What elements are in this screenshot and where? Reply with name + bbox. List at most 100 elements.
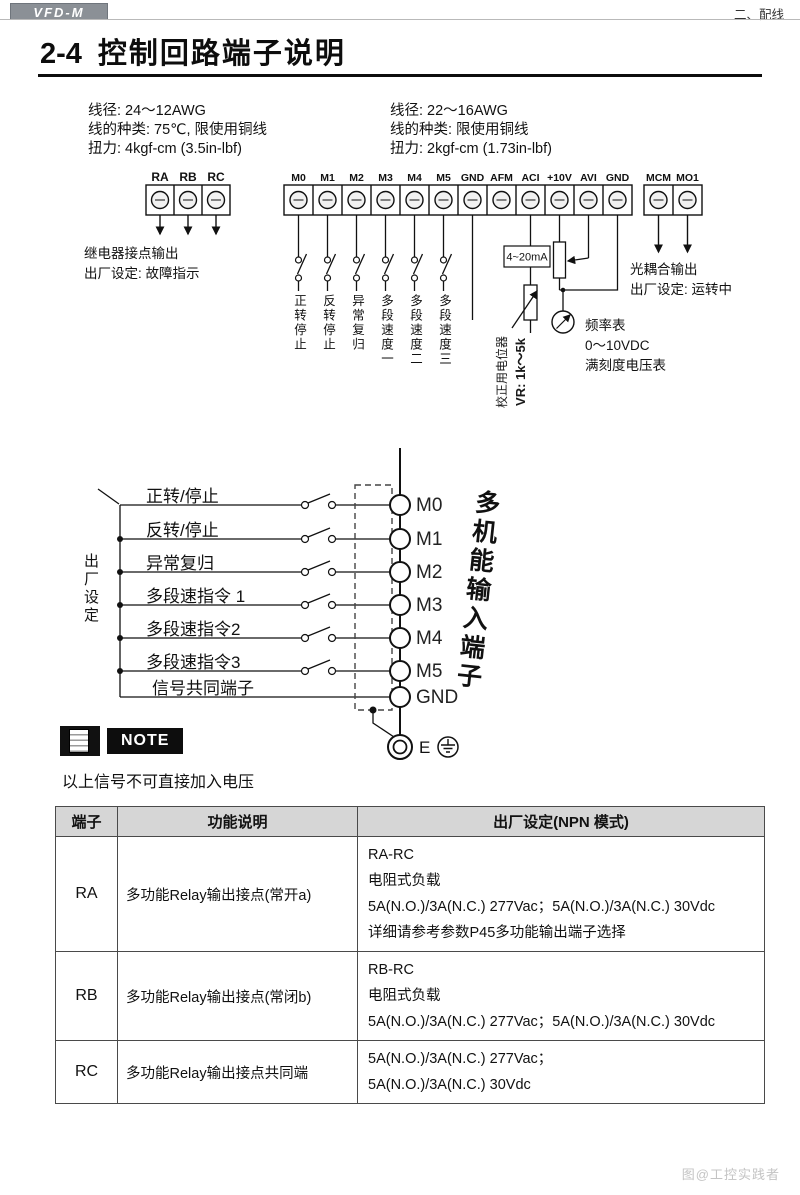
switch-label-speed3: 多段速度三: [437, 294, 451, 367]
function-cell-rb: 多功能Relay输出接点(常闭b): [117, 951, 358, 1041]
wire-size-right: 线径: 22～16AWG: [390, 103, 508, 119]
table-row-rb: RB 多功能Relay输出接点(常闭b) RB-RC 电阻式负载 5A(N.O.…: [55, 951, 765, 1041]
shield-dashed-box: [354, 484, 393, 711]
output-arrows: [155, 215, 693, 254]
input-switch-contacts: [300, 500, 337, 676]
shield-to-earth: [372, 710, 398, 740]
table-row-ra: RA 多功能Relay输出接点(常开a) RA-RC 电阻式负载 5A(N.O.…: [55, 836, 765, 952]
switch-label-rev: 反转停止: [321, 294, 335, 352]
wire-type-right: 线的种类: 限使用铜线: [390, 122, 529, 138]
earth-terminal-inner: [392, 739, 408, 755]
wire-spec-right: 线径: 22～16AWG 线的种类: 限使用铜线 扭力: 2kgf-cm (1.…: [390, 102, 552, 159]
wire-size-left: 线径: 24～12AWG: [88, 103, 206, 119]
terminal-label-avi: AVI: [580, 172, 597, 184]
relay-output-note-2: 出厂设定: 故障指示: [84, 266, 200, 281]
terminal-label-rb: RB: [179, 170, 197, 184]
setting-cell-ra: RA-RC 电阻式负载 5A(N.O.)/3A(N.C.) 277Vac；5A(…: [357, 836, 765, 952]
current-loop-label: 4~20mA: [506, 252, 548, 264]
terminal-label-m1: M1: [320, 172, 335, 184]
opto-output-note-1: 光耦合输出: [630, 262, 698, 277]
control-terminal-diagram: RA RB RC M0 M1 M2 M3 M4 M5 GND AFM ACI +…: [0, 170, 800, 442]
terminal-label-10v: +10V: [547, 172, 572, 184]
col-header-setting: 出厂设定(NPN 模式): [357, 806, 765, 837]
terminal-label-m0: M0: [291, 172, 306, 184]
wire-type-left: 线的种类: 75℃, 限使用铜线: [88, 122, 268, 138]
header-divider: [0, 19, 800, 20]
col-header-terminal: 端子: [55, 806, 118, 837]
setting-line: 5A(N.O.)/3A(N.C.) 30Vdc: [368, 1077, 531, 1093]
terminal-label-afm: AFM: [490, 172, 513, 184]
row-wires: [97, 488, 390, 698]
row-label-m2: 异常复归: [146, 554, 214, 573]
current-loop-box: [503, 245, 551, 268]
ground-symbol: [441, 739, 455, 753]
input-terminals: [389, 494, 411, 708]
ground-symbol-circle: [437, 736, 459, 758]
setting-line: 5A(N.O.)/3A(N.C.) 277Vac；5A(N.O.)/3A(N.C…: [368, 899, 716, 915]
terminal-diagram-svg: RA RB RC M0 M1 M2 M3 M4 M5 GND AFM ACI +…: [145, 170, 703, 334]
switch-contacts: [294, 256, 448, 282]
vr-rotated-label: 校正用电位器 VR: 1k～5k: [493, 307, 531, 437]
terminal-label-gnd1: GND: [461, 172, 485, 184]
wiper-arrow: [566, 255, 589, 265]
setting-line: 5A(N.O.)/3A(N.C.) 277Vac；5A(N.O.)/3A(N.C…: [368, 1014, 716, 1030]
terminal-tag-m5: M5: [416, 661, 443, 682]
terminal-function-table: 端子 功能说明 出厂设定(NPN 模式) RA 多功能Relay输出接点(常开a…: [55, 806, 765, 1104]
terminal-tag-m0: M0: [416, 495, 443, 516]
opto-output-note-2: 出厂设定: 运转中: [630, 282, 733, 297]
wire-torque-left: 扭力: 4kgf-cm (3.5in-lbf): [88, 141, 242, 157]
row-label-m5: 多段速指令3: [146, 653, 241, 672]
potentiometer-arrow: [511, 289, 538, 329]
note-text: 以上信号不可直接加入电压: [62, 774, 255, 791]
vr-value: VR: 1k～5k: [513, 338, 528, 406]
terminal-label-m5: M5: [436, 172, 451, 184]
terminal-screws: [150, 190, 697, 210]
note-block: NOTE: [60, 726, 184, 756]
setting-cell-rb: RB-RC 电阻式负载 5A(N.O.)/3A(N.C.) 277Vac；5A(…: [357, 951, 765, 1041]
input-wiring-diagram: 出厂设定 正转/停止 反转/停止 异常复归 多段速指令 1 多段速指令2 多段速…: [0, 445, 800, 797]
row-label-gnd: 信号共同端子: [152, 679, 254, 698]
terminal-cell-rb: RB: [55, 951, 118, 1041]
note-tag-label: NOTE: [107, 728, 184, 754]
col-header-function: 功能说明: [117, 806, 358, 837]
note-document-glyph: [69, 729, 89, 753]
terminal-label-m4: M4: [407, 172, 422, 184]
section-number: 2-4: [40, 38, 82, 70]
meter-note: 频率表 0～10VDC 满刻度电压表: [585, 316, 666, 376]
meter-note-line1: 频率表: [585, 318, 626, 333]
wire-torque-right: 扭力: 2kgf-cm (1.73in-lbf): [390, 141, 552, 157]
setting-line: 电阻式负载: [368, 988, 441, 1004]
row-label-m4: 多段速指令2: [146, 620, 241, 639]
switch-label-reset: 异常复归: [350, 294, 364, 352]
note-icon: [60, 726, 100, 756]
setting-line: 5A(N.O.)/3A(N.C.) 277Vac；: [368, 1051, 553, 1067]
terminal-cell-ra: RA: [55, 836, 118, 952]
meter-note-line2: 0～10VDC: [585, 338, 650, 353]
wires: [297, 215, 619, 333]
factory-setting-label: 出厂设定: [82, 553, 99, 625]
row-label-m3: 多段速指令 1: [146, 587, 246, 606]
terminal-label-aci: ACI: [521, 172, 539, 184]
terminal-cell-rc: RC: [55, 1040, 118, 1104]
setting-line: 电阻式负载: [368, 873, 441, 889]
setting-line: RA-RC: [368, 847, 414, 863]
vr-name: 校正用电位器: [495, 336, 509, 409]
chapter-label: 二、配线: [733, 8, 784, 22]
watermark: 图@工控实践者: [681, 1167, 780, 1182]
terminal-tag-gnd: GND: [416, 687, 459, 708]
setting-line: RB-RC: [368, 962, 414, 978]
junction-dot: [560, 287, 566, 293]
terminal-tag-m4: M4: [416, 628, 443, 649]
earth-label: E: [419, 738, 431, 757]
input-diagram-svg: [97, 448, 459, 760]
setting-line: 详细请参考参数P45多功能输出端子选择: [368, 925, 626, 941]
section-title: 控制回路端子说明: [97, 38, 346, 70]
junction-dots: [117, 536, 123, 674]
table-header-row: 端子 功能说明 出厂设定(NPN 模式): [55, 806, 765, 837]
terminal-label-mcm: MCM: [646, 172, 671, 184]
switch-levers: [296, 253, 453, 275]
page-title: 2-4 控制回路端子说明: [40, 30, 346, 72]
row-label-m0: 正转/停止: [146, 487, 219, 506]
meter-note-line3: 满刻度电压表: [585, 358, 666, 373]
